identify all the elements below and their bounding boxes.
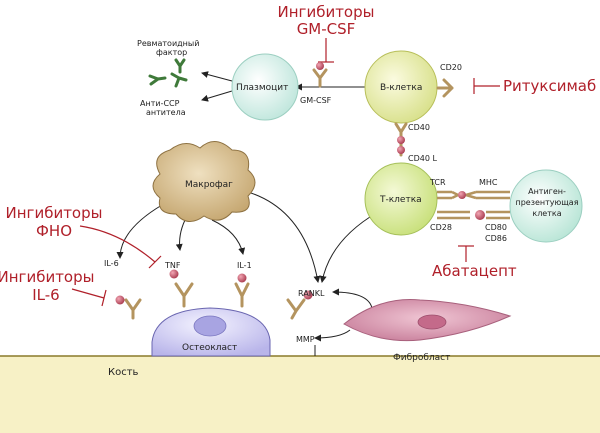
arrow-fib-mmp (314, 329, 351, 342)
pathway-arrows (116, 71, 379, 356)
t-cell: Т-клетка (364, 162, 438, 236)
rf-label-line2: фактор (156, 48, 187, 57)
rankl-ligand (303, 290, 313, 300)
il1-label: IL-1 (237, 261, 252, 270)
cytokine-ligands (115, 269, 313, 305)
bone-label: Кость (108, 367, 139, 378)
gmcsf-inhibitors-label-line2: GM-CSF (297, 20, 356, 38)
arrow-to-rf (201, 71, 233, 82)
il6-inhibitors-label-line2: IL-6 (32, 286, 59, 304)
tcr-mhc-bridge (437, 190, 510, 200)
gmcsf-receptor (312, 62, 328, 88)
bone: Кость (0, 355, 600, 433)
autoantibodies (148, 58, 188, 88)
il6-ligand (115, 295, 125, 305)
apc-label-line1: Антиген- (528, 187, 566, 196)
tnf-inhibit-line (79, 225, 156, 263)
arrow-to-tnf (175, 219, 186, 251)
tnf-inhibitors-label-line1: Ингибиторы (6, 204, 103, 222)
accp-antibody-icon-1 (148, 74, 167, 86)
rankl-label: RANKL (298, 289, 325, 298)
osteoclast-cell: Остеокласт (151, 307, 271, 357)
tcr-label: TCR (429, 178, 446, 187)
fibroblast-cell: Фибробласт (343, 299, 512, 363)
arrow-to-il6 (116, 204, 163, 259)
rank-receptor (286, 298, 306, 320)
plasma-cell: Плазмоцит (231, 53, 299, 121)
arrow-to-il1 (211, 219, 246, 255)
tnf-inhibitors-label-line2: ФНО (36, 222, 72, 240)
cd20-label: CD20 (440, 63, 462, 72)
cd40l-label: CD40 L (408, 154, 437, 163)
b-cell: В-клетка (364, 50, 438, 124)
apc-label-line2: презентующая (515, 198, 578, 207)
il6-inhibitors-label-line1: Ингибиторы (0, 268, 94, 286)
tnf-receptor (174, 282, 194, 308)
rituximab-label: Ритуксимаб (503, 77, 596, 95)
abatacept-label: Абатацепт (432, 262, 517, 280)
gmcsf-ligand (316, 62, 324, 70)
fibroblast-label: Фибробласт (393, 353, 450, 363)
rf-label-line1: Ревматоидный (137, 39, 199, 48)
bcell-label: В-клетка (380, 83, 422, 93)
plasma-label: Плазмоцит (236, 83, 288, 93)
accp-label-line1: Анти-ССР (140, 99, 180, 108)
gmcsf-label: GM-CSF (300, 96, 332, 105)
mmp-label: MMP (296, 335, 315, 344)
cd40-cd40l-link (394, 122, 408, 157)
cd80-label: CD80 (485, 223, 507, 232)
arrow-mac-rankl (247, 191, 321, 283)
tnf-label: TNF (164, 261, 181, 270)
cd86-label: CD86 (485, 234, 507, 243)
macrophage-cell: Макрофаг (152, 141, 256, 222)
cd20-receptor (436, 78, 454, 98)
arrow-fib-rankl (332, 288, 373, 309)
macrophage-label: Макрофаг (185, 180, 233, 190)
rf-antibody-icon (174, 58, 186, 74)
osteoclast-label: Остеокласт (182, 343, 237, 353)
accp-label-line2: антитела (146, 108, 186, 117)
tnf-ligand (169, 269, 179, 279)
il1-ligand (237, 273, 247, 283)
gmcsf-inhibitors-label-line1: Ингибиторы (278, 3, 375, 21)
cd28-label: CD28 (430, 223, 452, 232)
il6-inhibit-line (71, 288, 105, 299)
cd28-cd80-bridge (437, 210, 510, 220)
il6-label: IL-6 (104, 259, 119, 268)
il1-receptor (234, 282, 250, 308)
apc-cell: Антиген- презентующая клетка (509, 169, 583, 243)
cd40-label: CD40 (408, 123, 430, 132)
inhibitor-lines (71, 38, 500, 307)
arrow-to-accp (201, 90, 233, 102)
apc-label-line3: клетка (532, 209, 561, 218)
mhc-label: MHC (479, 178, 498, 187)
il6-receptor (124, 298, 142, 320)
arrow-tcell-rankl (319, 211, 379, 283)
tcell-label: Т-клетка (379, 195, 422, 205)
antigen-peptide (458, 191, 466, 199)
accp-antibody-icon-2 (170, 72, 188, 88)
osteoclast-receptors (124, 282, 306, 320)
